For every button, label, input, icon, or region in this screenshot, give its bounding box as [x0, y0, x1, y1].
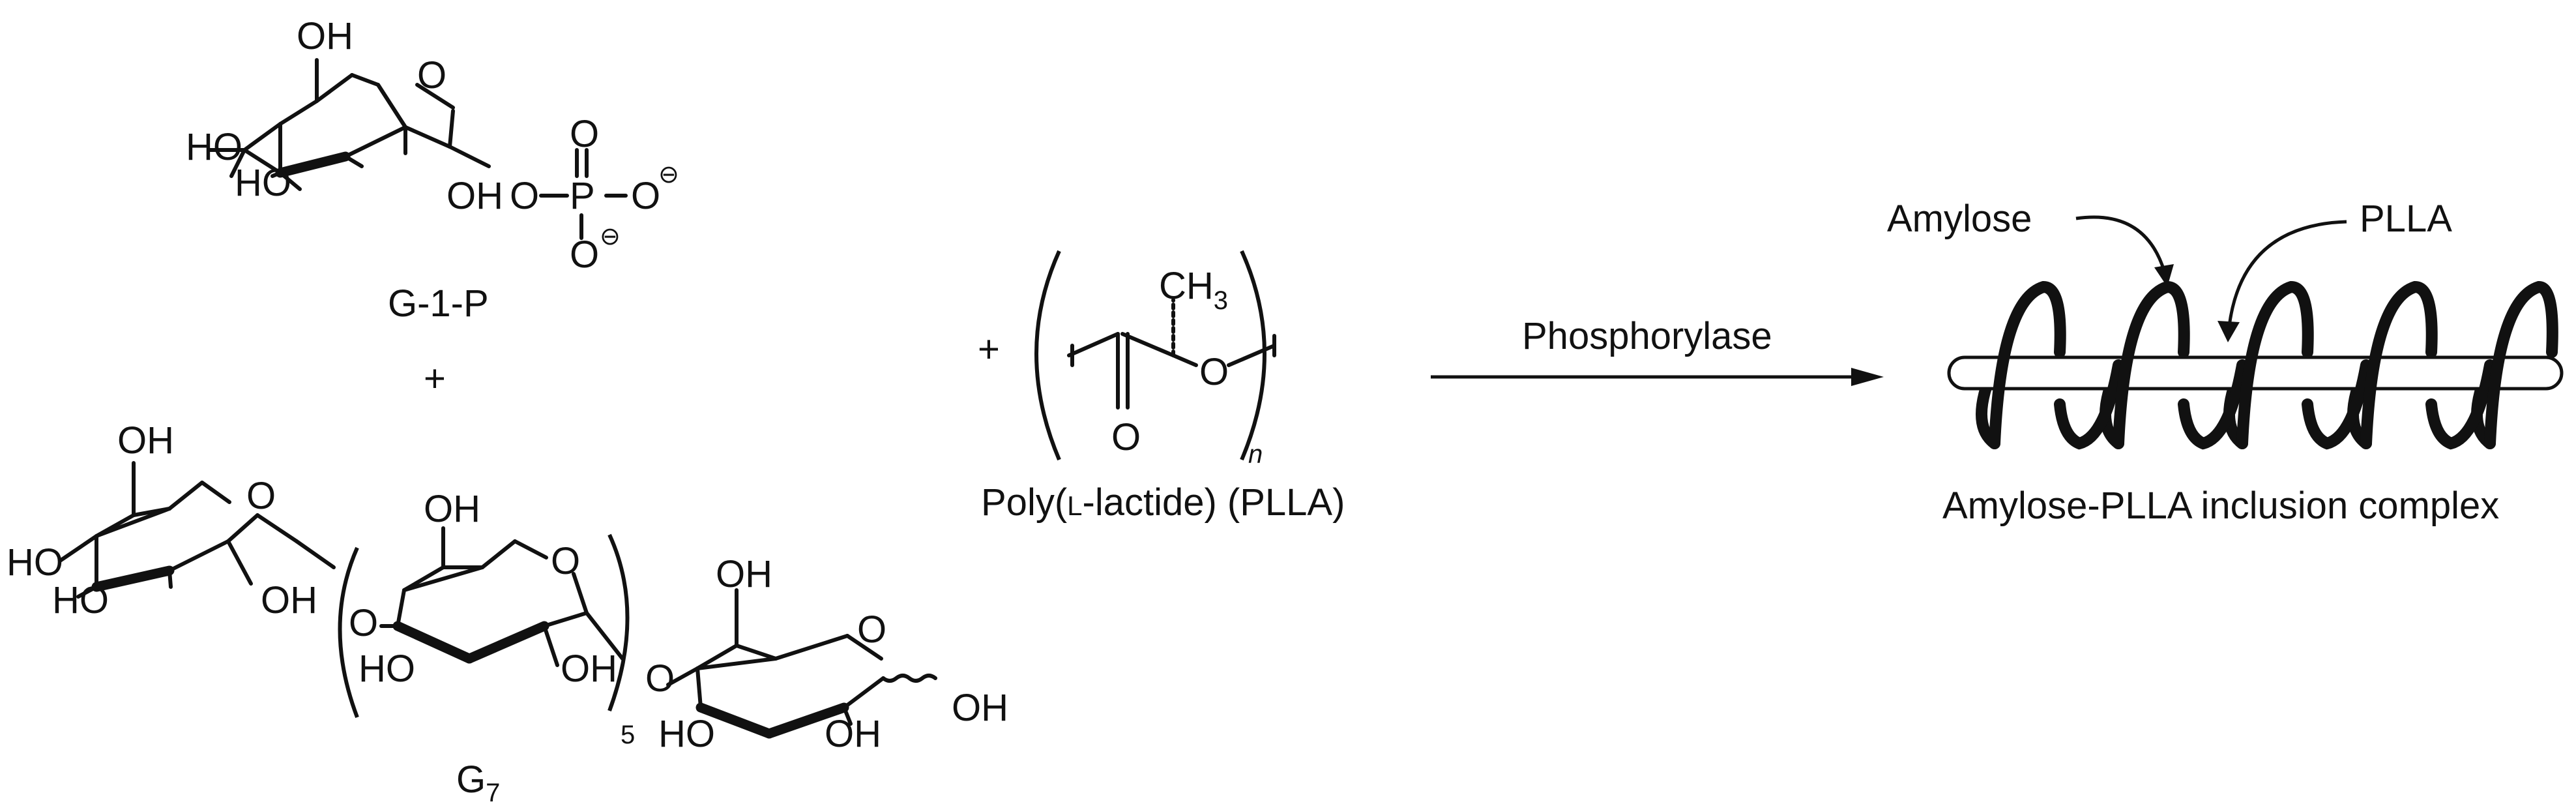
g7-unit2-ring-o: O [551, 540, 580, 582]
g7-unit3-ho-bottom: HO [658, 713, 715, 755]
g7-unit2-oh-bottom: OH [561, 648, 617, 690]
g7-unit3-ring-o: O [857, 608, 886, 651]
plla-right-paren [1240, 250, 1266, 461]
g1p-ho-left: HO [186, 126, 242, 168]
reaction-arrow: Phosphorylase [1431, 315, 1884, 386]
g1p-label: G-1-P [388, 282, 489, 325]
g1p-ho-bottom: HO [235, 162, 291, 204]
plla-left-paren [1034, 250, 1061, 461]
g7-unit1-oh-top: OH [117, 419, 174, 462]
g7-unit3-oh-right: OH [952, 687, 1008, 729]
g1p-o-right: O [631, 175, 660, 217]
g1p-charge-right: ⊖ [658, 161, 679, 188]
plla-structure: CH3 O O n Poly(L-lactide) (PLLA) [981, 250, 1345, 524]
g1p-o-bottom: O [570, 233, 599, 276]
plla-arrow-label: PLLA [2360, 198, 2452, 240]
enzyme-label: Phosphorylase [1522, 315, 1772, 357]
plla-ether-o: O [1199, 351, 1229, 393]
amylose-label: Amylose [1887, 198, 2032, 240]
g1p-oh-bottom: OH [446, 175, 503, 217]
g7-unit1-ho-bottom: HO [52, 579, 109, 621]
g1p-o-link: O [510, 175, 539, 217]
plus-sign-g1p-g7: + [424, 357, 446, 400]
inclusion-complex: Amylose PLLA Amylose-PLLA inclusion comp… [1887, 198, 2564, 527]
g1p-ring-o: O [417, 54, 446, 97]
plla-carbonyl-o: O [1111, 416, 1141, 458]
g7-unit1-ho-left: HO [7, 541, 63, 584]
g7-wavy-bond [881, 674, 937, 683]
g7-unit3-oh-top: OH [716, 553, 772, 595]
g7-label: G7 [456, 758, 500, 806]
g1p-phosphorus: P [570, 175, 595, 217]
plla-label: Poly(L-lactide) (PLLA) [981, 481, 1345, 524]
g1p-charge-bottom: ⊖ [600, 223, 621, 250]
plla-pointer [2227, 220, 2347, 327]
g7-unit2-oh-top: OH [424, 488, 480, 530]
g7-right-paren [607, 533, 630, 712]
g7-structure: OH O HO HO OH OH O O HO OH 5 [7, 419, 1008, 806]
g7-unit1-ring-o: O [246, 475, 276, 517]
g7-unit2-o-link: O [349, 602, 378, 644]
g1p-o-top: O [570, 113, 599, 155]
g1p-structure: OH O HO HO OH O P O O ⊖ O ⊖ G-1-P [186, 15, 679, 325]
g7-unit2-ho-bottom: HO [359, 648, 415, 690]
g7-unit3-oh-bottom: OH [825, 713, 881, 755]
g7-unit1-oh-bottom: OH [261, 579, 317, 621]
g1p-oh-top: OH [297, 15, 353, 57]
g7-unit3-o-link: O [645, 657, 675, 700]
plla-repeat-n: n [1248, 440, 1263, 469]
plla-methyl: CH3 [1159, 265, 1228, 315]
g7-left-paren [338, 546, 359, 719]
plus-sign-plla: + [978, 328, 1000, 370]
amylose-pointer [2075, 215, 2166, 271]
complex-caption: Amylose-PLLA inclusion complex [1942, 485, 2499, 527]
g7-repeat-count: 5 [621, 721, 635, 749]
